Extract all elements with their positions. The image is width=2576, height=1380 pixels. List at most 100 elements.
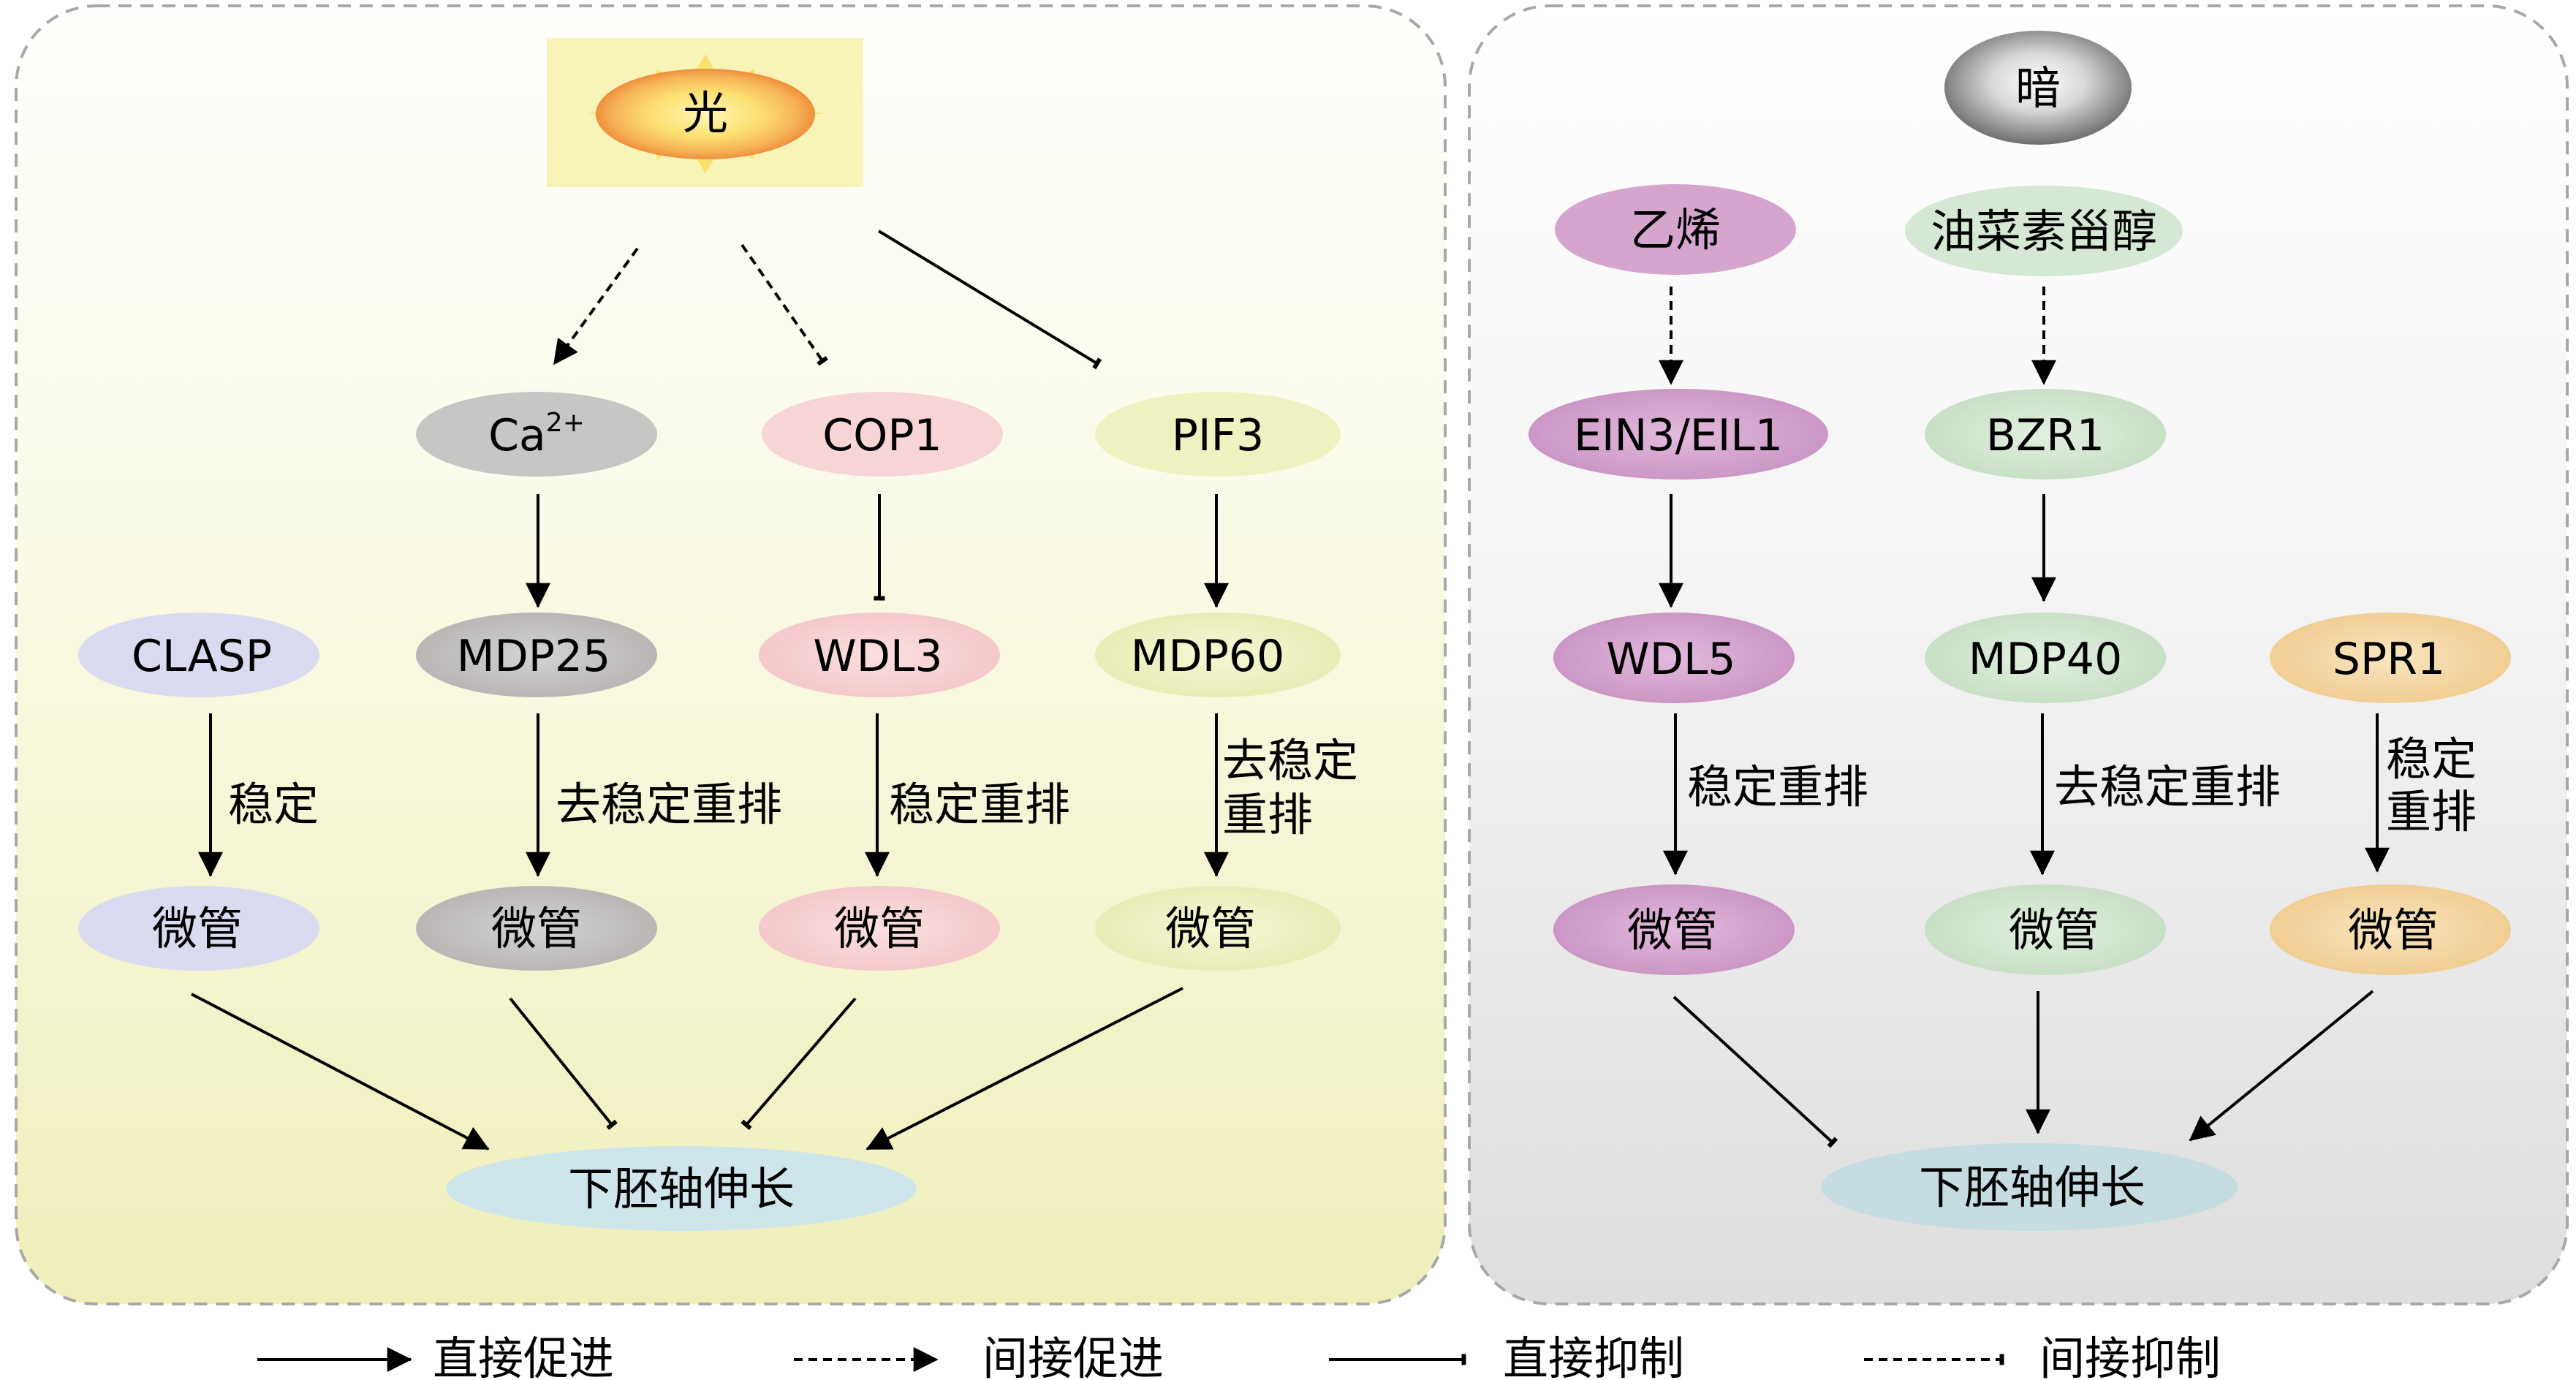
node-bzr1-label: BZR1 [1986,410,2105,461]
edge-label-clasp: 稳定 [228,778,319,831]
node-clasp-label: CLASP [132,631,272,682]
edge-light-pif3 [877,230,1102,370]
node-wdl3: WDL3 [759,613,1000,697]
node-mdp25-label: MDP25 [457,631,611,682]
node-hypocotyl-elongation-dark: 下胚轴伸长 [1821,1143,2238,1231]
node-mdp40: MDP40 [1925,613,2166,703]
node-bzr1: BZR1 [1925,389,2166,479]
node-mdp25-shape [416,613,657,697]
node-wdl5: WDL5 [1553,613,1795,703]
edge-label-spr1-line1: 稳定 [2386,732,2477,786]
node-microtubule-2: 微管 [416,886,657,971]
node-hypocotyl-elongation-light: 下胚轴伸长 [446,1146,917,1231]
node-ethylene-shape [1555,184,1796,275]
node-microtubule-4: 微管 [1095,886,1341,971]
node-ein3-eil1-shape [1528,389,1828,479]
edge-label-mdp60-line2: 重排 [1222,788,1313,841]
node-microtubule-3-shape [759,886,1000,971]
node-mdp40-label: MDP40 [1969,634,2123,685]
sun-core [596,69,815,159]
edge-label-mdp40: 去稳定重排 [2054,760,2281,814]
node-brassinosteroid: 油菜素甾醇 [1905,186,2183,276]
edge-mt4-target [865,987,1183,1150]
edge-mt3-target [740,997,857,1131]
light-label: 光 [683,86,728,140]
node-pif3: PIF3 [1095,392,1341,477]
legend-direct-inhibit-label: 直接抑制 [1503,1332,1684,1380]
node-microtubule-7-label: 微管 [2348,903,2439,957]
node-microtubule-4-label: 微管 [1165,902,1256,955]
edge-mt5-target [1672,996,1838,1148]
dark-ball-icon [1944,31,2132,145]
node-cop1-shape [762,392,1003,477]
node-wdl3-label: WDL3 [813,631,942,682]
node-clasp-shape [78,613,319,697]
node-ein3-eil1: EIN3/EIL1 [1528,389,1828,479]
node-microtubule-7: 微管 [2270,884,2511,975]
node-clasp: CLASP [78,613,319,697]
node-spr1: SPR1 [2270,613,2511,703]
node-cop1: COP1 [762,392,1003,477]
node-spr1-shape [2270,613,2511,703]
node-brassinosteroid-label: 油菜素甾醇 [1931,205,2157,258]
node-microtubule-6: 微管 [1925,884,2166,975]
node-mdp25: MDP25 [416,613,657,697]
node-ethylene: 乙烯 [1555,184,1796,275]
light-source: 光 [547,38,863,187]
edge-mt2-target [509,997,618,1130]
node-pif3-shape [1095,392,1341,477]
legend-indirect-promote-label: 间接促进 [982,1332,1164,1380]
legend: 直接促进 间接促进 直接抑制 间接抑制 [257,1332,2221,1380]
node-microtubule-3-label: 微管 [834,902,925,955]
node-hypocotyl-elongation-light-shape [446,1146,917,1231]
node-mdp60-shape [1095,613,1341,697]
node-spr1-label: SPR1 [2333,634,2445,685]
node-hypocotyl-elongation-dark-label: 下胚轴伸长 [1919,1161,2145,1214]
node-ein3-eil1-label: EIN3/EIL1 [1574,410,1783,461]
node-microtubule-1-label: 微管 [152,902,243,955]
node-microtubule-2-shape [416,886,657,971]
node-ca-label: Ca [488,410,546,461]
edge-label-mdp25: 去稳定重排 [556,778,782,831]
node-microtubule-3: 微管 [759,886,1000,971]
node-ethylene-label: 乙烯 [1630,203,1721,257]
legend-indirect-inhibit-label: 间接抑制 [2039,1332,2221,1380]
node-wdl3-shape [759,613,1000,697]
node-wdl5-shape [1553,613,1795,703]
node-brassinosteroid-shape [1905,186,2183,276]
dark-label: 暗 [2015,61,2061,115]
node-ca: Ca2+ [416,392,657,477]
node-mdp60: MDP60 [1095,613,1341,697]
node-bzr1-shape [1925,389,2166,479]
node-cop1-label: COP1 [822,410,942,461]
node-ca-text: Ca2+ [488,408,585,461]
node-mdp60-label: MDP60 [1131,631,1285,682]
edge-label-spr1-line2: 重排 [2386,785,2477,838]
node-microtubule-1-shape [78,886,319,971]
node-microtubule-1: 微管 [78,886,319,971]
node-pif3-label: PIF3 [1172,410,1265,461]
edge-mt7-target [2189,990,2374,1142]
edge-mt1-target [191,993,490,1150]
edge-label-wdl5: 稳定重排 [1687,760,1868,814]
node-mdp40-shape [1925,613,2166,703]
node-ca-sup: 2+ [546,408,585,438]
legend-direct-promote-label: 直接促进 [433,1332,614,1380]
node-microtubule-6-shape [1925,884,2166,975]
light-panel [15,4,1447,1305]
node-wdl5-label: WDL5 [1606,634,1735,685]
edge-light-cop1 [740,243,829,366]
dark-source: 暗 [1944,31,2132,145]
node-ca-shape [416,392,657,477]
edge-light-ca [553,247,639,365]
edge-label-mdp60-line1: 去稳定 [1222,734,1358,787]
node-microtubule-2-label: 微管 [491,902,582,955]
node-microtubule-4-shape [1095,886,1341,971]
node-microtubule-5-shape [1553,884,1795,975]
node-microtubule-7-shape [2270,884,2511,975]
node-microtubule-5-label: 微管 [1627,903,1718,957]
edge-label-wdl3: 稳定重排 [889,778,1070,831]
node-microtubule-5: 微管 [1553,884,1795,975]
node-hypocotyl-elongation-dark-shape [1821,1143,2238,1231]
